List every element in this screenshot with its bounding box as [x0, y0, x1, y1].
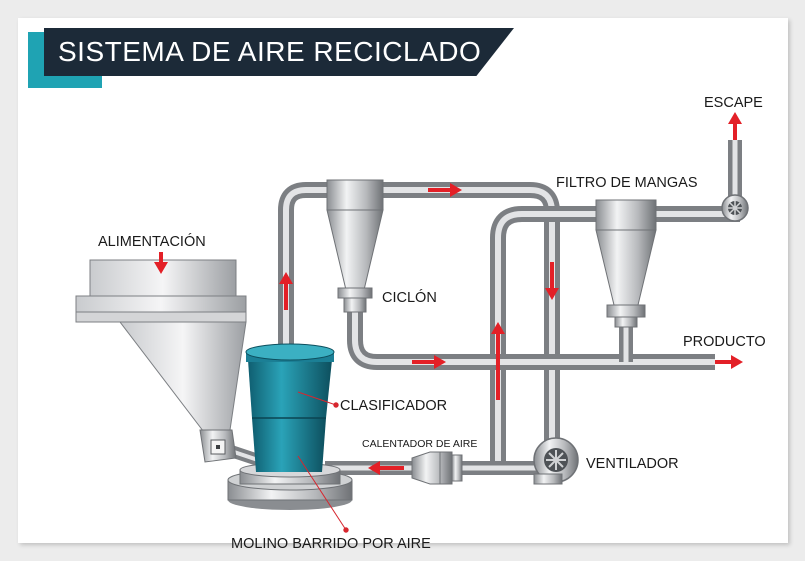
flow-arrow-feed [154, 252, 168, 274]
fan [533, 437, 579, 485]
flow-arrow-exhaust [728, 112, 742, 140]
label-filtro: FILTRO DE MANGAS [556, 175, 698, 191]
label-ciclon: CICLÓN [382, 290, 437, 306]
flow-arrow-bottom [368, 461, 404, 475]
air-heater [411, 451, 463, 485]
label-molino: MOLINO BARRIDO POR AIRE [231, 536, 431, 552]
pipework [220, 140, 742, 475]
label-alimentacion: ALIMENTACIÓN [98, 234, 206, 250]
cyclone [326, 179, 384, 313]
label-calentador: CALENTADOR DE AIRE [362, 438, 478, 450]
flow-arrow-up [491, 322, 505, 400]
pipe-riser-left [278, 182, 560, 470]
feed-hopper [75, 259, 247, 463]
label-ventilador: VENTILADOR [586, 456, 679, 472]
bag-filter [595, 199, 657, 328]
flow-arrow-top [428, 183, 462, 197]
title-banner [44, 28, 514, 76]
page-title: SISTEMA DE AIRE RECICLADO [58, 36, 482, 67]
label-clasificador: CLASIFICADOR [340, 398, 448, 414]
air-swept-mill [227, 343, 353, 510]
pipe-cyclone-product [347, 300, 715, 370]
flow-arrow-riser [279, 272, 293, 310]
flow-arrow-product [715, 355, 743, 369]
leader-lines [297, 391, 349, 533]
flow-arrows [154, 112, 743, 475]
label-escape: ESCAPE [704, 95, 763, 111]
flow-arrow-down [545, 262, 559, 300]
label-producto: PRODUCTO [683, 334, 766, 350]
exhaust-fan [721, 194, 749, 222]
flow-arrow-middle [412, 355, 446, 369]
